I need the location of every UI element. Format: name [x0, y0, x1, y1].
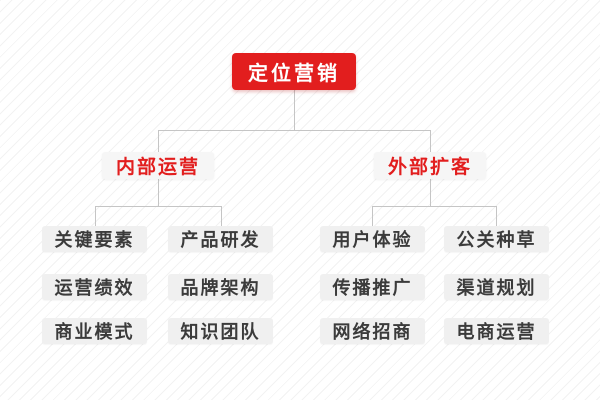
leaf-node: 品牌架构: [168, 274, 273, 300]
leaf-node: 电商运营: [444, 318, 549, 344]
connector-root-drop-right: [430, 130, 431, 153]
connector-left-branch-horizontal: [95, 206, 222, 207]
branch-node-internal-operations: 内部运营: [102, 152, 214, 179]
leaf-node: 传播推广: [320, 274, 425, 300]
leaf-node: 产品研发: [168, 226, 273, 252]
connector-right-branch-horizontal: [372, 206, 497, 207]
connector-right-branch-drop-2: [496, 206, 497, 226]
leaf-node: 用户体验: [320, 226, 425, 252]
connector-left-branch-vertical: [158, 179, 159, 206]
leaf-node: 渠道规划: [444, 274, 549, 300]
leaf-node: 关键要素: [42, 226, 147, 252]
connector-left-branch-drop-1: [95, 206, 96, 226]
leaf-node: 知识团队: [168, 318, 273, 344]
connector-root-horizontal: [158, 130, 431, 131]
connector-left-branch-drop-2: [221, 206, 222, 226]
leaf-node: 公关种草: [444, 226, 549, 252]
connector-root-drop-left: [158, 130, 159, 153]
connector-right-branch-vertical: [430, 179, 431, 206]
connector-right-branch-drop-1: [372, 206, 373, 226]
connector-root-vertical: [294, 90, 295, 130]
leaf-node: 网络招商: [320, 318, 425, 344]
leaf-node: 商业模式: [42, 318, 147, 344]
root-node: 定位营销: [232, 53, 356, 90]
branch-node-external-expansion: 外部扩客: [374, 152, 486, 179]
leaf-node: 运营绩效: [42, 274, 147, 300]
